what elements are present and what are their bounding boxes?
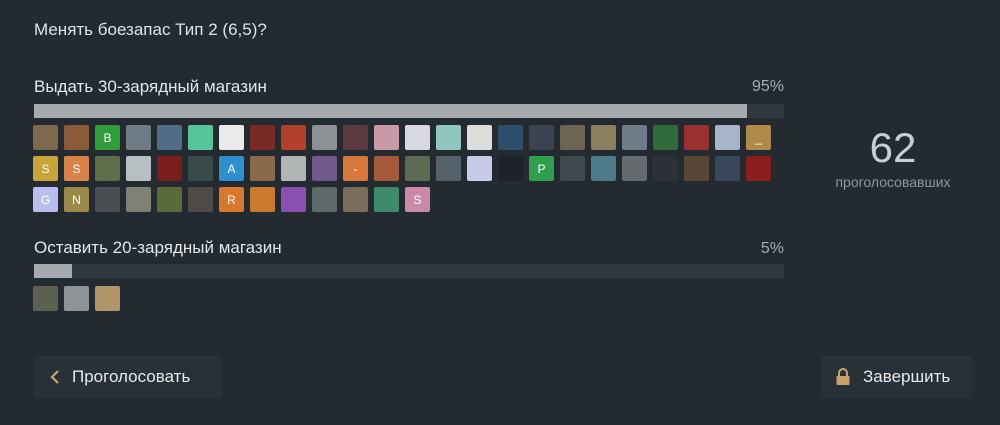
voter-avatar[interactable] — [715, 125, 740, 150]
voter-avatar[interactable] — [312, 125, 337, 150]
voter-avatar[interactable]: _ — [746, 125, 771, 150]
voter-avatar[interactable] — [126, 187, 151, 212]
voters-summary: 62 проголосовавших — [813, 122, 973, 190]
option-percent: 95% — [751, 78, 784, 95]
voters-label: проголосовавших — [835, 174, 951, 190]
voter-avatar[interactable] — [95, 156, 120, 181]
voter-avatar[interactable]: B — [95, 125, 120, 150]
voter-avatar[interactable] — [591, 156, 616, 181]
voter-avatar[interactable]: S — [405, 187, 430, 212]
voter-avatar[interactable] — [157, 187, 182, 212]
voter-avatar[interactable] — [560, 156, 585, 181]
finish-button-label: Завершить — [863, 367, 951, 386]
voter-avatar[interactable] — [64, 125, 89, 150]
voter-avatar[interactable]: N — [64, 187, 89, 212]
voter-avatar[interactable] — [622, 156, 647, 181]
result-bar-fill — [34, 264, 72, 278]
voter-avatar[interactable] — [250, 125, 275, 150]
voter-avatar[interactable] — [33, 286, 58, 311]
voter-avatar[interactable] — [374, 187, 399, 212]
voter-avatar[interactable] — [436, 125, 461, 150]
voter-avatar[interactable] — [281, 156, 306, 181]
voter-avatar[interactable]: S — [33, 156, 58, 181]
voter-avatar[interactable] — [622, 125, 647, 150]
voter-avatar[interactable] — [281, 187, 306, 212]
vote-button[interactable]: Проголосовать — [34, 356, 222, 398]
option-percent: 5% — [760, 240, 784, 257]
voter-avatar[interactable] — [684, 125, 709, 150]
voter-avatar[interactable]: G — [33, 187, 58, 212]
voter-avatar[interactable]: P — [529, 156, 554, 181]
voter-avatar[interactable] — [95, 286, 120, 311]
voter-avatar[interactable] — [219, 125, 244, 150]
lock-icon — [835, 368, 851, 386]
voter-avatar[interactable] — [684, 156, 709, 181]
voter-avatar[interactable]: R — [219, 187, 244, 212]
voter-avatar[interactable]: S — [64, 156, 89, 181]
voter-avatar[interactable] — [312, 156, 337, 181]
voter-avatar[interactable] — [188, 125, 213, 150]
option-label: Оставить 20-зарядный магазин — [34, 238, 282, 257]
voter-avatar[interactable] — [343, 187, 368, 212]
voter-avatar[interactable] — [157, 156, 182, 181]
vote-button-label: Проголосовать — [72, 367, 191, 386]
result-bar-fill — [34, 104, 747, 118]
voter-avatar[interactable] — [312, 187, 337, 212]
result-bar — [34, 264, 784, 278]
voter-avatars — [33, 286, 793, 311]
voter-avatar[interactable] — [250, 156, 275, 181]
voter-avatar[interactable] — [374, 125, 399, 150]
voter-avatar[interactable] — [498, 156, 523, 181]
voter-avatar[interactable]: A — [219, 156, 244, 181]
voter-avatar[interactable] — [188, 156, 213, 181]
voter-avatar[interactable] — [529, 125, 554, 150]
voter-avatar[interactable] — [560, 125, 585, 150]
voter-avatar[interactable] — [653, 156, 678, 181]
voter-avatar[interactable] — [33, 125, 58, 150]
voters-count: 62 — [869, 124, 917, 171]
option-label: Выдать 30-зарядный магазин — [34, 77, 267, 96]
voter-avatar[interactable] — [467, 156, 492, 181]
voter-avatar[interactable] — [405, 156, 430, 181]
voter-avatar[interactable] — [157, 125, 182, 150]
voter-avatar[interactable] — [374, 156, 399, 181]
voter-avatar[interactable] — [95, 187, 120, 212]
chevron-left-icon — [50, 369, 60, 385]
voter-avatar[interactable] — [591, 125, 616, 150]
voter-avatar[interactable] — [405, 125, 430, 150]
voter-avatar[interactable] — [436, 156, 461, 181]
voter-avatar[interactable] — [250, 187, 275, 212]
voter-avatar[interactable] — [746, 156, 771, 181]
voter-avatar[interactable] — [64, 286, 89, 311]
finish-button[interactable]: Завершить — [821, 356, 972, 398]
voter-avatar[interactable] — [281, 125, 306, 150]
voter-avatar[interactable] — [653, 125, 678, 150]
voter-avatar[interactable] — [126, 156, 151, 181]
voter-avatar[interactable] — [715, 156, 740, 181]
voter-avatar[interactable] — [467, 125, 492, 150]
voter-avatar[interactable] — [126, 125, 151, 150]
voter-avatar[interactable] — [498, 125, 523, 150]
result-bar — [34, 104, 784, 118]
poll-question: Менять боезапас Тип 2 (6,5)? — [34, 20, 267, 39]
voter-avatar[interactable] — [343, 125, 368, 150]
voter-avatar[interactable] — [188, 187, 213, 212]
voter-avatar[interactable]: - — [343, 156, 368, 181]
